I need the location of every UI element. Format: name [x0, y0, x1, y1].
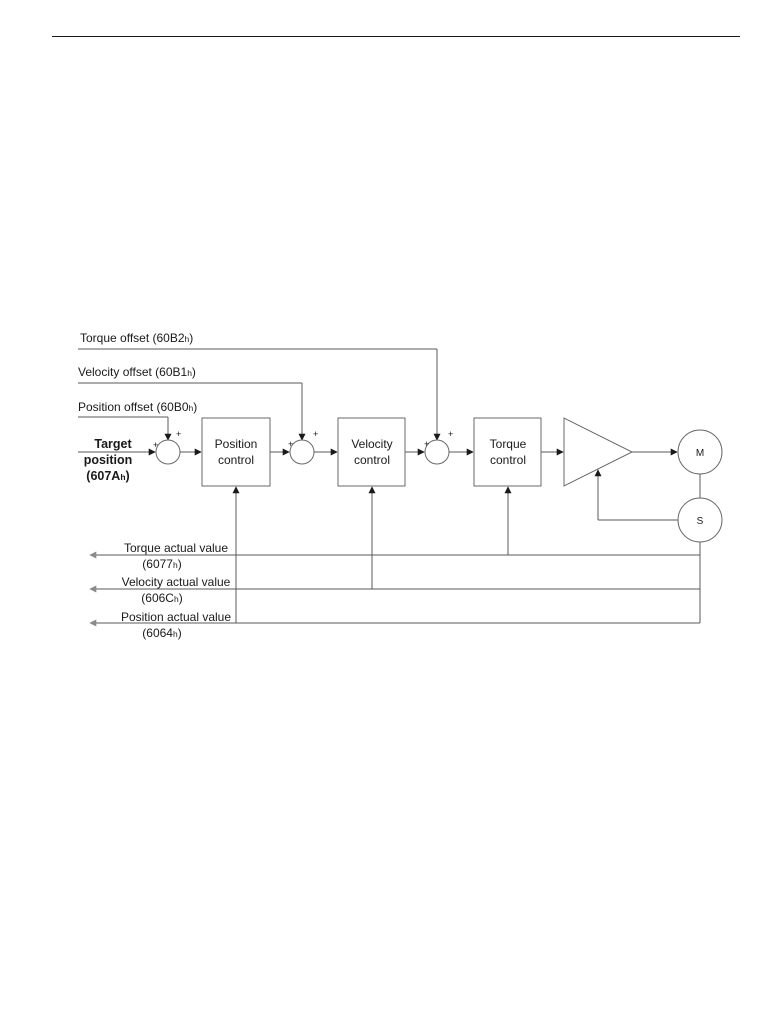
motor-circle: M: [678, 430, 722, 474]
position-actual-label: Position actual value (6064h): [121, 610, 231, 640]
sign-plus: +: [153, 440, 158, 450]
sign-plus: +: [176, 429, 181, 439]
velocity-offset-label: Velocity offset (60B1h): [78, 365, 196, 379]
velocity-feedback-line: [90, 487, 700, 589]
position-offset-label: Position offset (60B0h): [78, 400, 197, 414]
svg-text:Target: Target: [94, 437, 132, 451]
svg-text:control: control: [490, 453, 526, 467]
sign-plus: +: [424, 439, 429, 449]
sum-junction-position: [156, 440, 180, 464]
position-control-block: Position control: [202, 418, 270, 486]
svg-text:(606Ch): (606Ch): [141, 591, 182, 605]
svg-text:control: control: [354, 453, 390, 467]
svg-text:(6077h): (6077h): [142, 557, 181, 571]
svg-text:(6064h): (6064h): [142, 626, 181, 640]
svg-text:Velocity actual value: Velocity actual value: [122, 575, 231, 589]
svg-text:(607Ah): (607Ah): [86, 469, 129, 483]
target-position-label: Target position (607Ah): [84, 437, 133, 483]
svg-text:Torque: Torque: [490, 437, 527, 451]
torque-offset-label: Torque offset (60B2h): [80, 331, 193, 345]
sign-plus: +: [448, 429, 453, 439]
svg-text:Velocity: Velocity: [351, 437, 392, 451]
svg-text:control: control: [218, 453, 254, 467]
svg-text:Position actual value: Position actual value: [121, 610, 231, 624]
amplifier-feedback-line: [598, 470, 678, 520]
velocity-control-block: Velocity control: [338, 418, 405, 486]
sensor-circle: S: [678, 498, 722, 542]
svg-text:M: M: [696, 448, 704, 459]
torque-actual-label: Torque actual value (6077h): [124, 541, 228, 571]
sign-plus: +: [288, 439, 293, 449]
sum-junction-velocity: [290, 440, 314, 464]
sign-plus: +: [313, 429, 318, 439]
svg-text:Torque actual value: Torque actual value: [124, 541, 228, 555]
torque-control-block: Torque control: [474, 418, 541, 486]
svg-text:S: S: [697, 516, 704, 527]
svg-text:position: position: [84, 453, 133, 467]
svg-text:Position: Position: [215, 437, 258, 451]
velocity-actual-label: Velocity actual value (606Ch): [122, 575, 231, 605]
